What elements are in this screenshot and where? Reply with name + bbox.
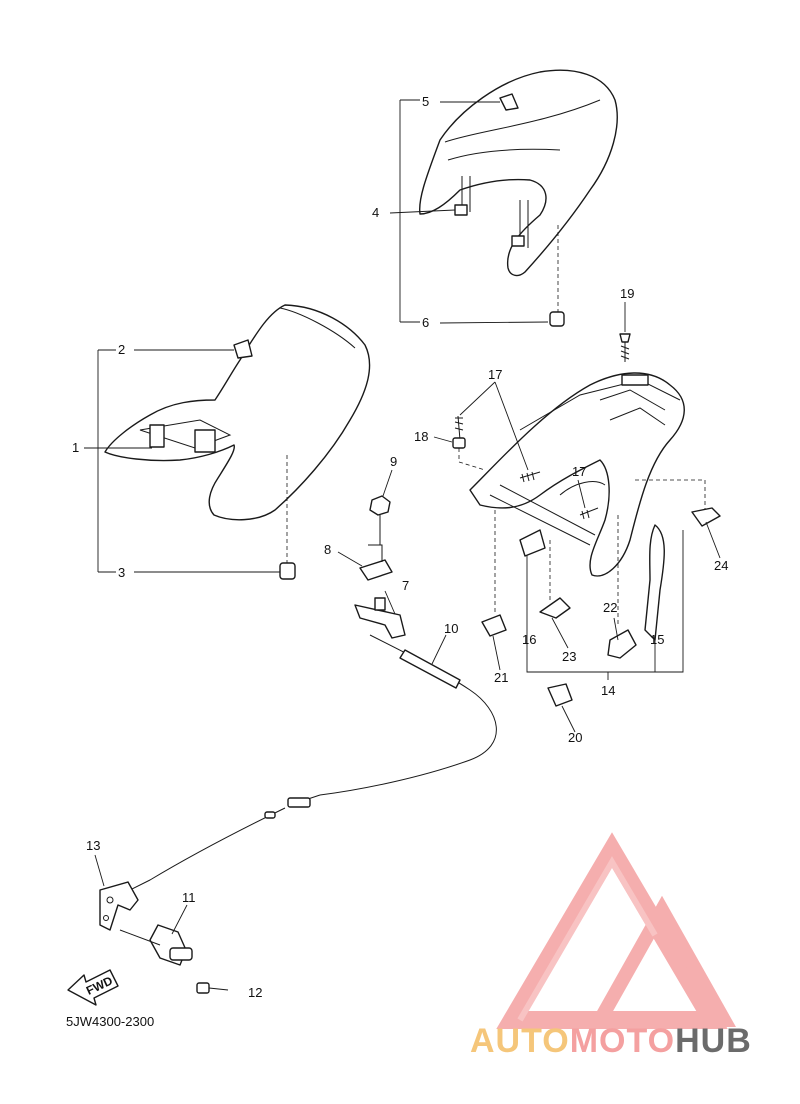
- callout-16: 16: [522, 632, 536, 647]
- callout-24: 24: [714, 558, 728, 573]
- callout-8: 8: [324, 542, 331, 557]
- callout-18: 18: [414, 429, 428, 444]
- watermark-hub: HUB: [675, 1022, 752, 1060]
- leader-lines: [84, 99, 721, 935]
- fasteners: [99, 333, 721, 994]
- callout-12: 12: [248, 985, 262, 1000]
- callout-4: 4: [372, 205, 379, 220]
- callout-3: 3: [118, 565, 125, 580]
- watermark-logo: [496, 832, 736, 1029]
- callout-9: 9: [390, 454, 397, 469]
- callout-10: 10: [444, 621, 458, 636]
- drawing-code: 5JW4300-2300: [66, 1014, 154, 1029]
- callout-numbers: 1 2 3 4 5 6 7 8 9 10 11 12 13 14 15 16 1…: [72, 94, 728, 1000]
- callout-22: 22: [603, 600, 617, 615]
- callout-15: 15: [650, 632, 664, 647]
- callout-19: 19: [620, 286, 634, 301]
- watermark-moto: MOTO: [570, 1022, 675, 1060]
- callout-14: 14: [601, 683, 615, 698]
- fwd-arrow: FWD: [67, 969, 119, 1006]
- callout-11: 11: [182, 890, 196, 905]
- callout-21: 21: [494, 670, 508, 685]
- callout-6: 6: [422, 315, 429, 330]
- watermark-auto: AUTO: [470, 1022, 570, 1060]
- rear-seat: [418, 69, 618, 327]
- callout-13: 13: [86, 838, 100, 853]
- callout-17a: 17: [488, 367, 502, 382]
- callout-17b: 17: [572, 464, 586, 479]
- callout-7: 7: [402, 578, 409, 593]
- callout-1: 1: [72, 440, 79, 455]
- callout-23: 23: [562, 649, 576, 664]
- callout-5: 5: [422, 94, 429, 109]
- callout-2: 2: [118, 342, 125, 357]
- front-seat: [104, 304, 371, 580]
- watermark-text: AUTOMOTOHUB: [470, 1022, 752, 1060]
- rear-carrier: [469, 372, 706, 641]
- callout-20: 20: [568, 730, 582, 745]
